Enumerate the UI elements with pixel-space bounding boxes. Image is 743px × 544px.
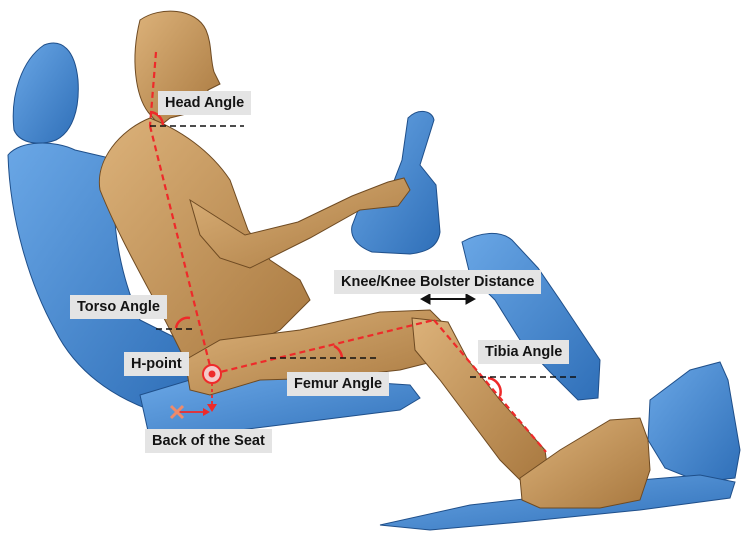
back-of-seat-label: Back of the Seat	[145, 429, 272, 453]
knee-bolster-distance-label: Knee/Knee Bolster Distance	[334, 270, 541, 294]
knee-distance-arrow	[421, 294, 475, 304]
torso-angle-label: Torso Angle	[70, 295, 167, 319]
head-angle-label: Head Angle	[158, 91, 251, 115]
h-point-label: H-point	[124, 352, 189, 376]
pedal-assembly	[648, 362, 740, 482]
tibia-angle-label: Tibia Angle	[478, 340, 569, 364]
femur-angle-label: Femur Angle	[287, 372, 389, 396]
knee-bolster	[462, 233, 600, 400]
headrest	[13, 43, 78, 143]
